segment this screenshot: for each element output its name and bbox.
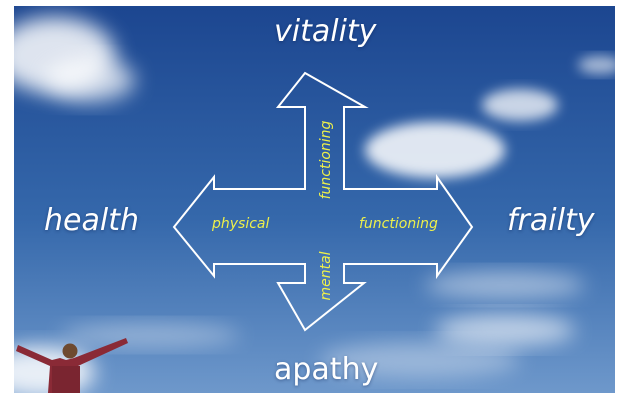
pole-bottom-label: apathy [274,352,379,387]
double-arrow-outline [172,71,474,332]
person-figure [16,338,128,393]
pole-left-label: health [44,203,139,238]
axis-label-functioning-horizontal: functioning [359,216,438,232]
pole-top-label: vitality [274,14,377,49]
axis-label-functioning-vertical: functioning [318,120,334,200]
cross-arrows [172,71,474,332]
pole-right-label: frailty [507,203,595,238]
axis-label-mental: mental [318,251,334,301]
clouds [0,17,622,398]
axis-label-physical: physical [212,216,270,232]
